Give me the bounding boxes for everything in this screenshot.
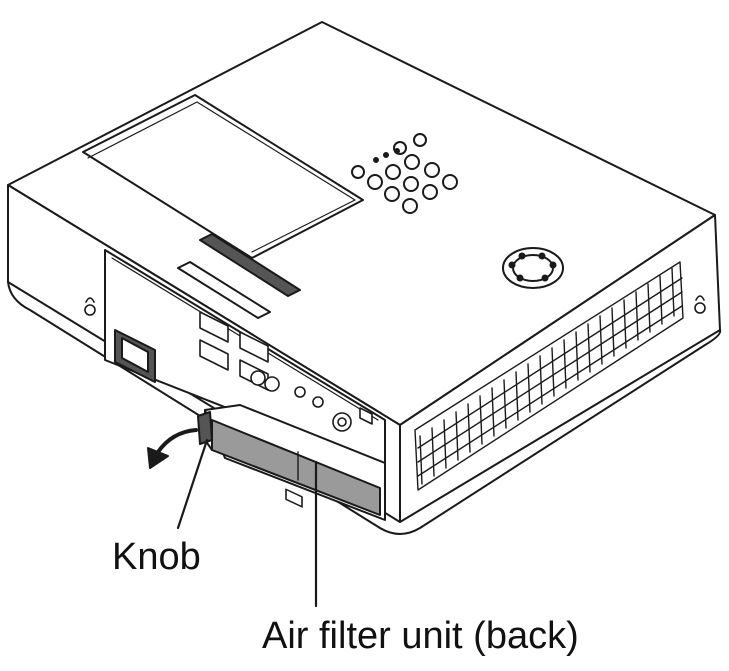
control-buttons: [351, 133, 458, 214]
power-inlet: [114, 329, 156, 383]
brand-strip: [199, 233, 301, 297]
knob-label: Knob: [112, 536, 201, 578]
security-lock-icons: [84, 295, 706, 316]
knob: [197, 411, 213, 445]
knob-leader-line: [176, 438, 209, 530]
terminal-ports: [199, 311, 373, 508]
projector-bottom-edge: [7, 281, 722, 535]
air-filter-unit-label: Air filter unit (back): [262, 615, 579, 657]
pull-arrow: [156, 428, 198, 454]
lens-ring: [502, 247, 564, 289]
lamp-cover-panel: [82, 94, 364, 259]
vent-grille: [414, 261, 684, 491]
